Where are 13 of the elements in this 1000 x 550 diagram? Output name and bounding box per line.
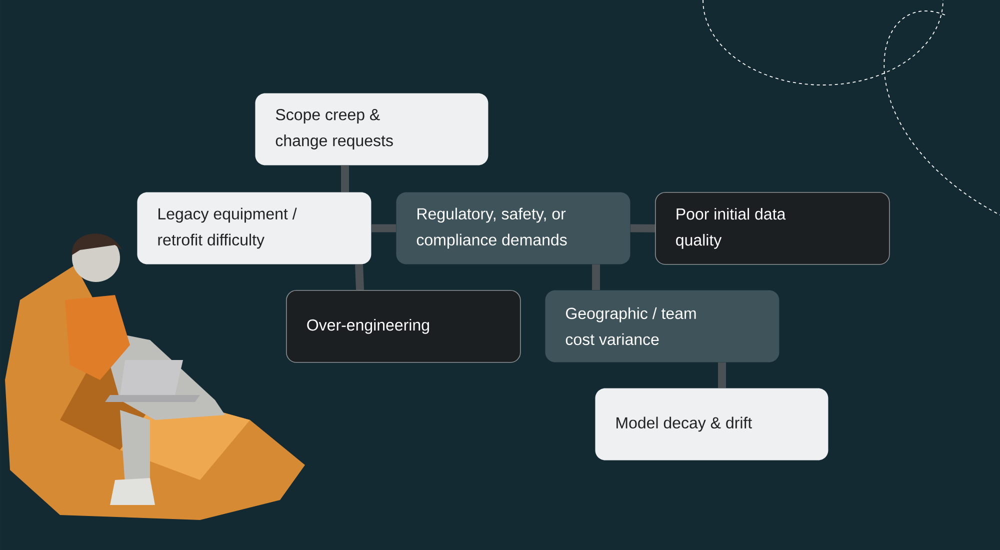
connector [592,264,600,290]
connector [718,362,726,388]
connector [371,224,396,232]
connector [630,224,656,232]
card: Legacy equipment / retrofit difficulty [137,192,372,264]
card: Geographic / team cost variance [545,290,780,362]
connector [355,264,364,290]
connector [341,165,349,192]
card: Scope creep & change requests [255,93,488,166]
card: Model decay & drift [595,388,828,460]
card: Poor initial data quality [655,192,890,265]
card: Over-engineering [286,290,521,363]
card: Regulatory, safety, or compliance demands [396,192,630,264]
